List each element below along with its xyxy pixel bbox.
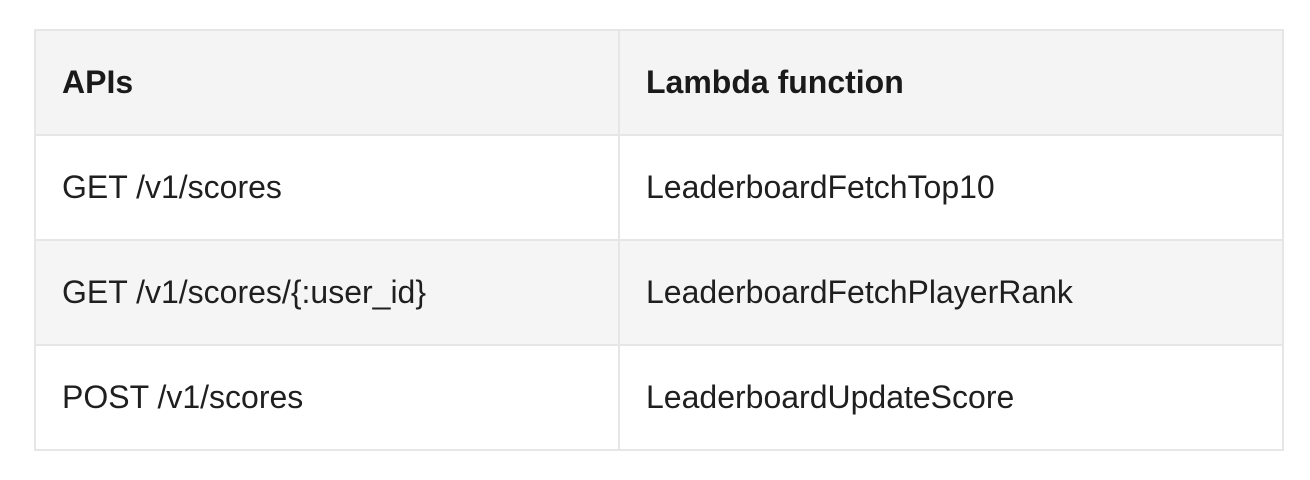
lambda-function-cell: LeaderboardUpdateScore (618, 344, 1284, 451)
table-row: GET /v1/scores/{:user_id} LeaderboardFet… (34, 239, 1284, 346)
column-header-lambda-function: Lambda function (618, 29, 1284, 136)
table-row: POST /v1/scores LeaderboardUpdateScore (34, 344, 1284, 451)
api-lambda-table: APIs Lambda function GET /v1/scores Lead… (34, 29, 1284, 451)
column-header-apis: APIs (34, 29, 620, 136)
api-cell: GET /v1/scores/{:user_id} (34, 239, 620, 346)
table-body: GET /v1/scores LeaderboardFetchTop10 GET… (34, 134, 1284, 451)
lambda-function-cell: LeaderboardFetchTop10 (618, 134, 1284, 241)
table-header: APIs Lambda function (34, 29, 1284, 136)
api-cell: POST /v1/scores (34, 344, 620, 451)
lambda-function-cell: LeaderboardFetchPlayerRank (618, 239, 1284, 346)
table-row: GET /v1/scores LeaderboardFetchTop10 (34, 134, 1284, 241)
api-lambda-table-container: APIs Lambda function GET /v1/scores Lead… (34, 29, 1284, 451)
api-cell: GET /v1/scores (34, 134, 620, 241)
table-header-row: APIs Lambda function (34, 29, 1284, 136)
